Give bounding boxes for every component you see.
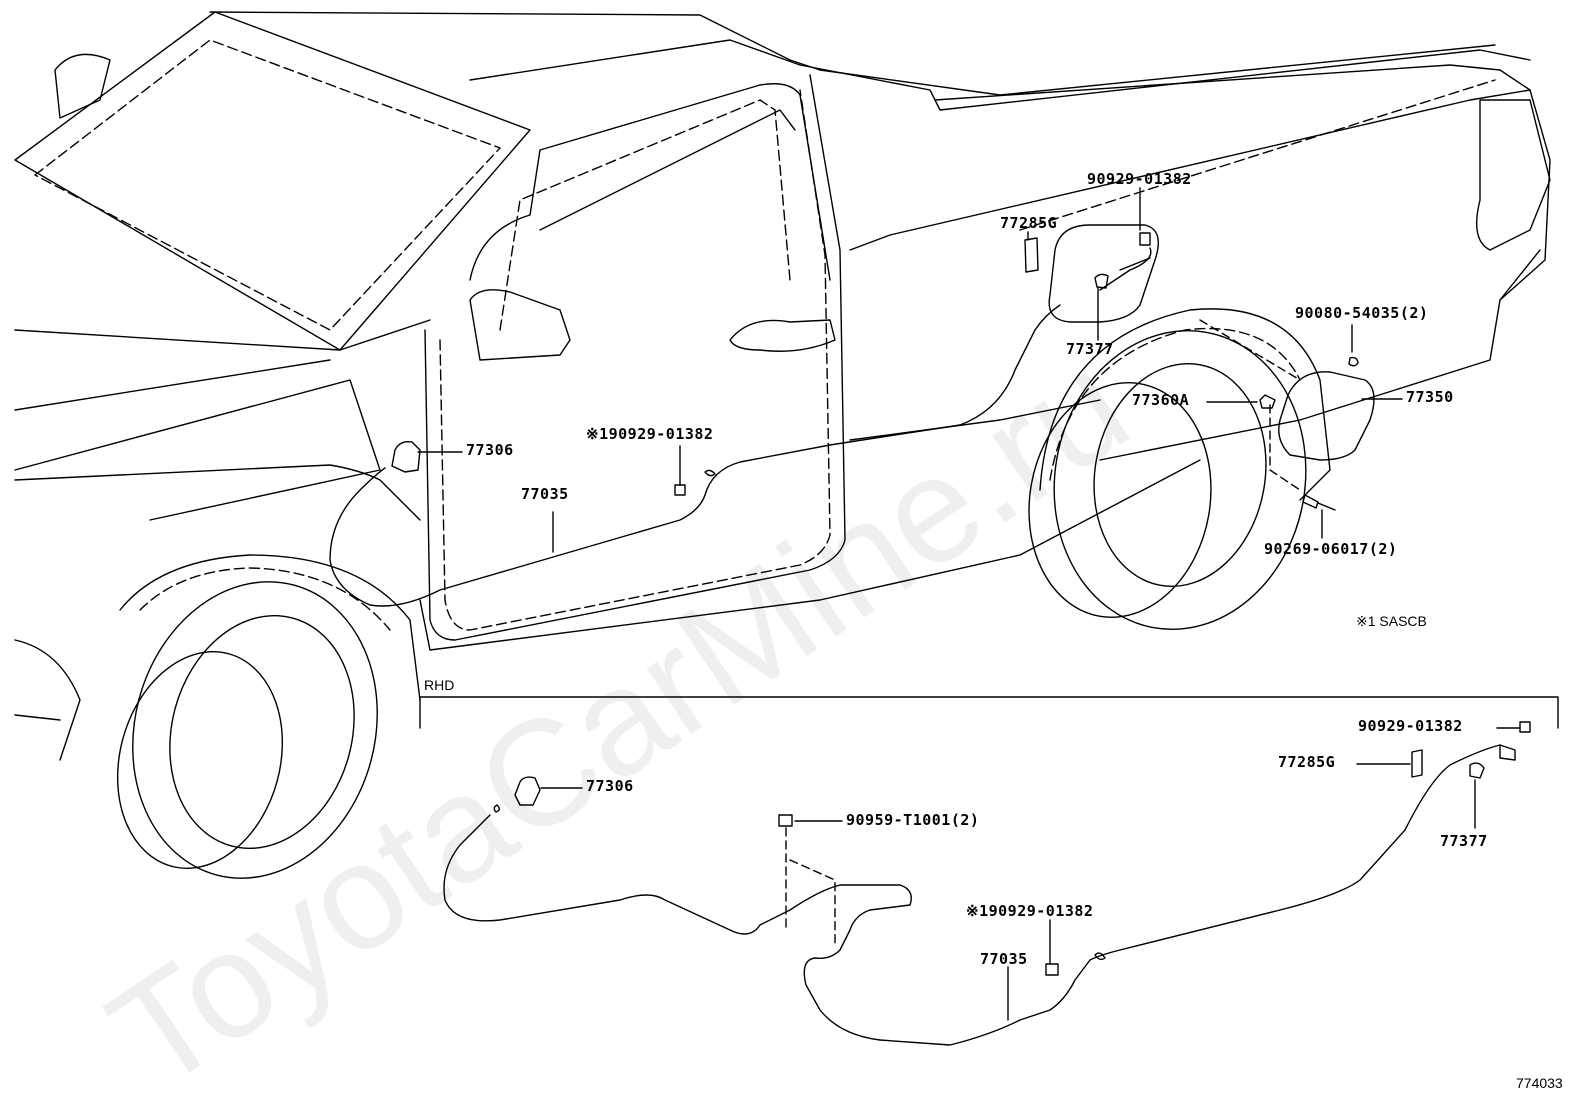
footnote-sascb: ※1 SASCB xyxy=(1356,613,1427,629)
part-label-77035-rhd[interactable]: 77035 xyxy=(980,950,1028,968)
part-label-90929-01382-note-rhd[interactable]: ※190929-01382 xyxy=(966,902,1094,920)
part-label-90929-01382-note-main[interactable]: ※190929-01382 xyxy=(586,425,714,443)
part-label-90959-t1001[interactable]: 90959-T1001(2) xyxy=(846,811,980,829)
part-label-90929-01382-rhd[interactable]: 90929-01382 xyxy=(1358,717,1463,735)
rhd-section-frame xyxy=(419,696,1559,729)
part-label-77306-rhd[interactable]: 77306 xyxy=(586,777,634,795)
diagram-id: 774033 xyxy=(1516,1075,1563,1091)
fuel-lid-parts xyxy=(1024,224,1375,511)
opener-cable-rhd xyxy=(443,721,1531,1046)
part-label-77377-main[interactable]: 77377 xyxy=(1066,340,1114,358)
part-label-77360a[interactable]: 77360A xyxy=(1132,391,1190,409)
leader-lines-rhd xyxy=(540,727,1521,1021)
part-label-77377-rhd[interactable]: 77377 xyxy=(1440,832,1488,850)
part-label-90929-01382-main[interactable]: 90929-01382 xyxy=(1087,170,1192,188)
part-label-77035-main[interactable]: 77035 xyxy=(521,485,569,503)
fuel-lid-77350 xyxy=(1278,371,1375,461)
section-label-rhd: RHD xyxy=(424,677,455,693)
leader-lines-top xyxy=(417,187,1403,553)
opener-cable-main xyxy=(329,247,1152,607)
part-label-90080-54035[interactable]: 90080-54035(2) xyxy=(1295,304,1429,322)
part-label-77350[interactable]: 77350 xyxy=(1406,388,1454,406)
part-label-90269-06017[interactable]: 90269-06017(2) xyxy=(1264,540,1398,558)
part-label-77285g-main[interactable]: 77285G xyxy=(1000,214,1058,232)
truck-body-outline xyxy=(14,11,1551,761)
part-label-77306-main[interactable]: 77306 xyxy=(466,441,514,459)
part-label-77285g-rhd[interactable]: 77285G xyxy=(1278,753,1336,771)
